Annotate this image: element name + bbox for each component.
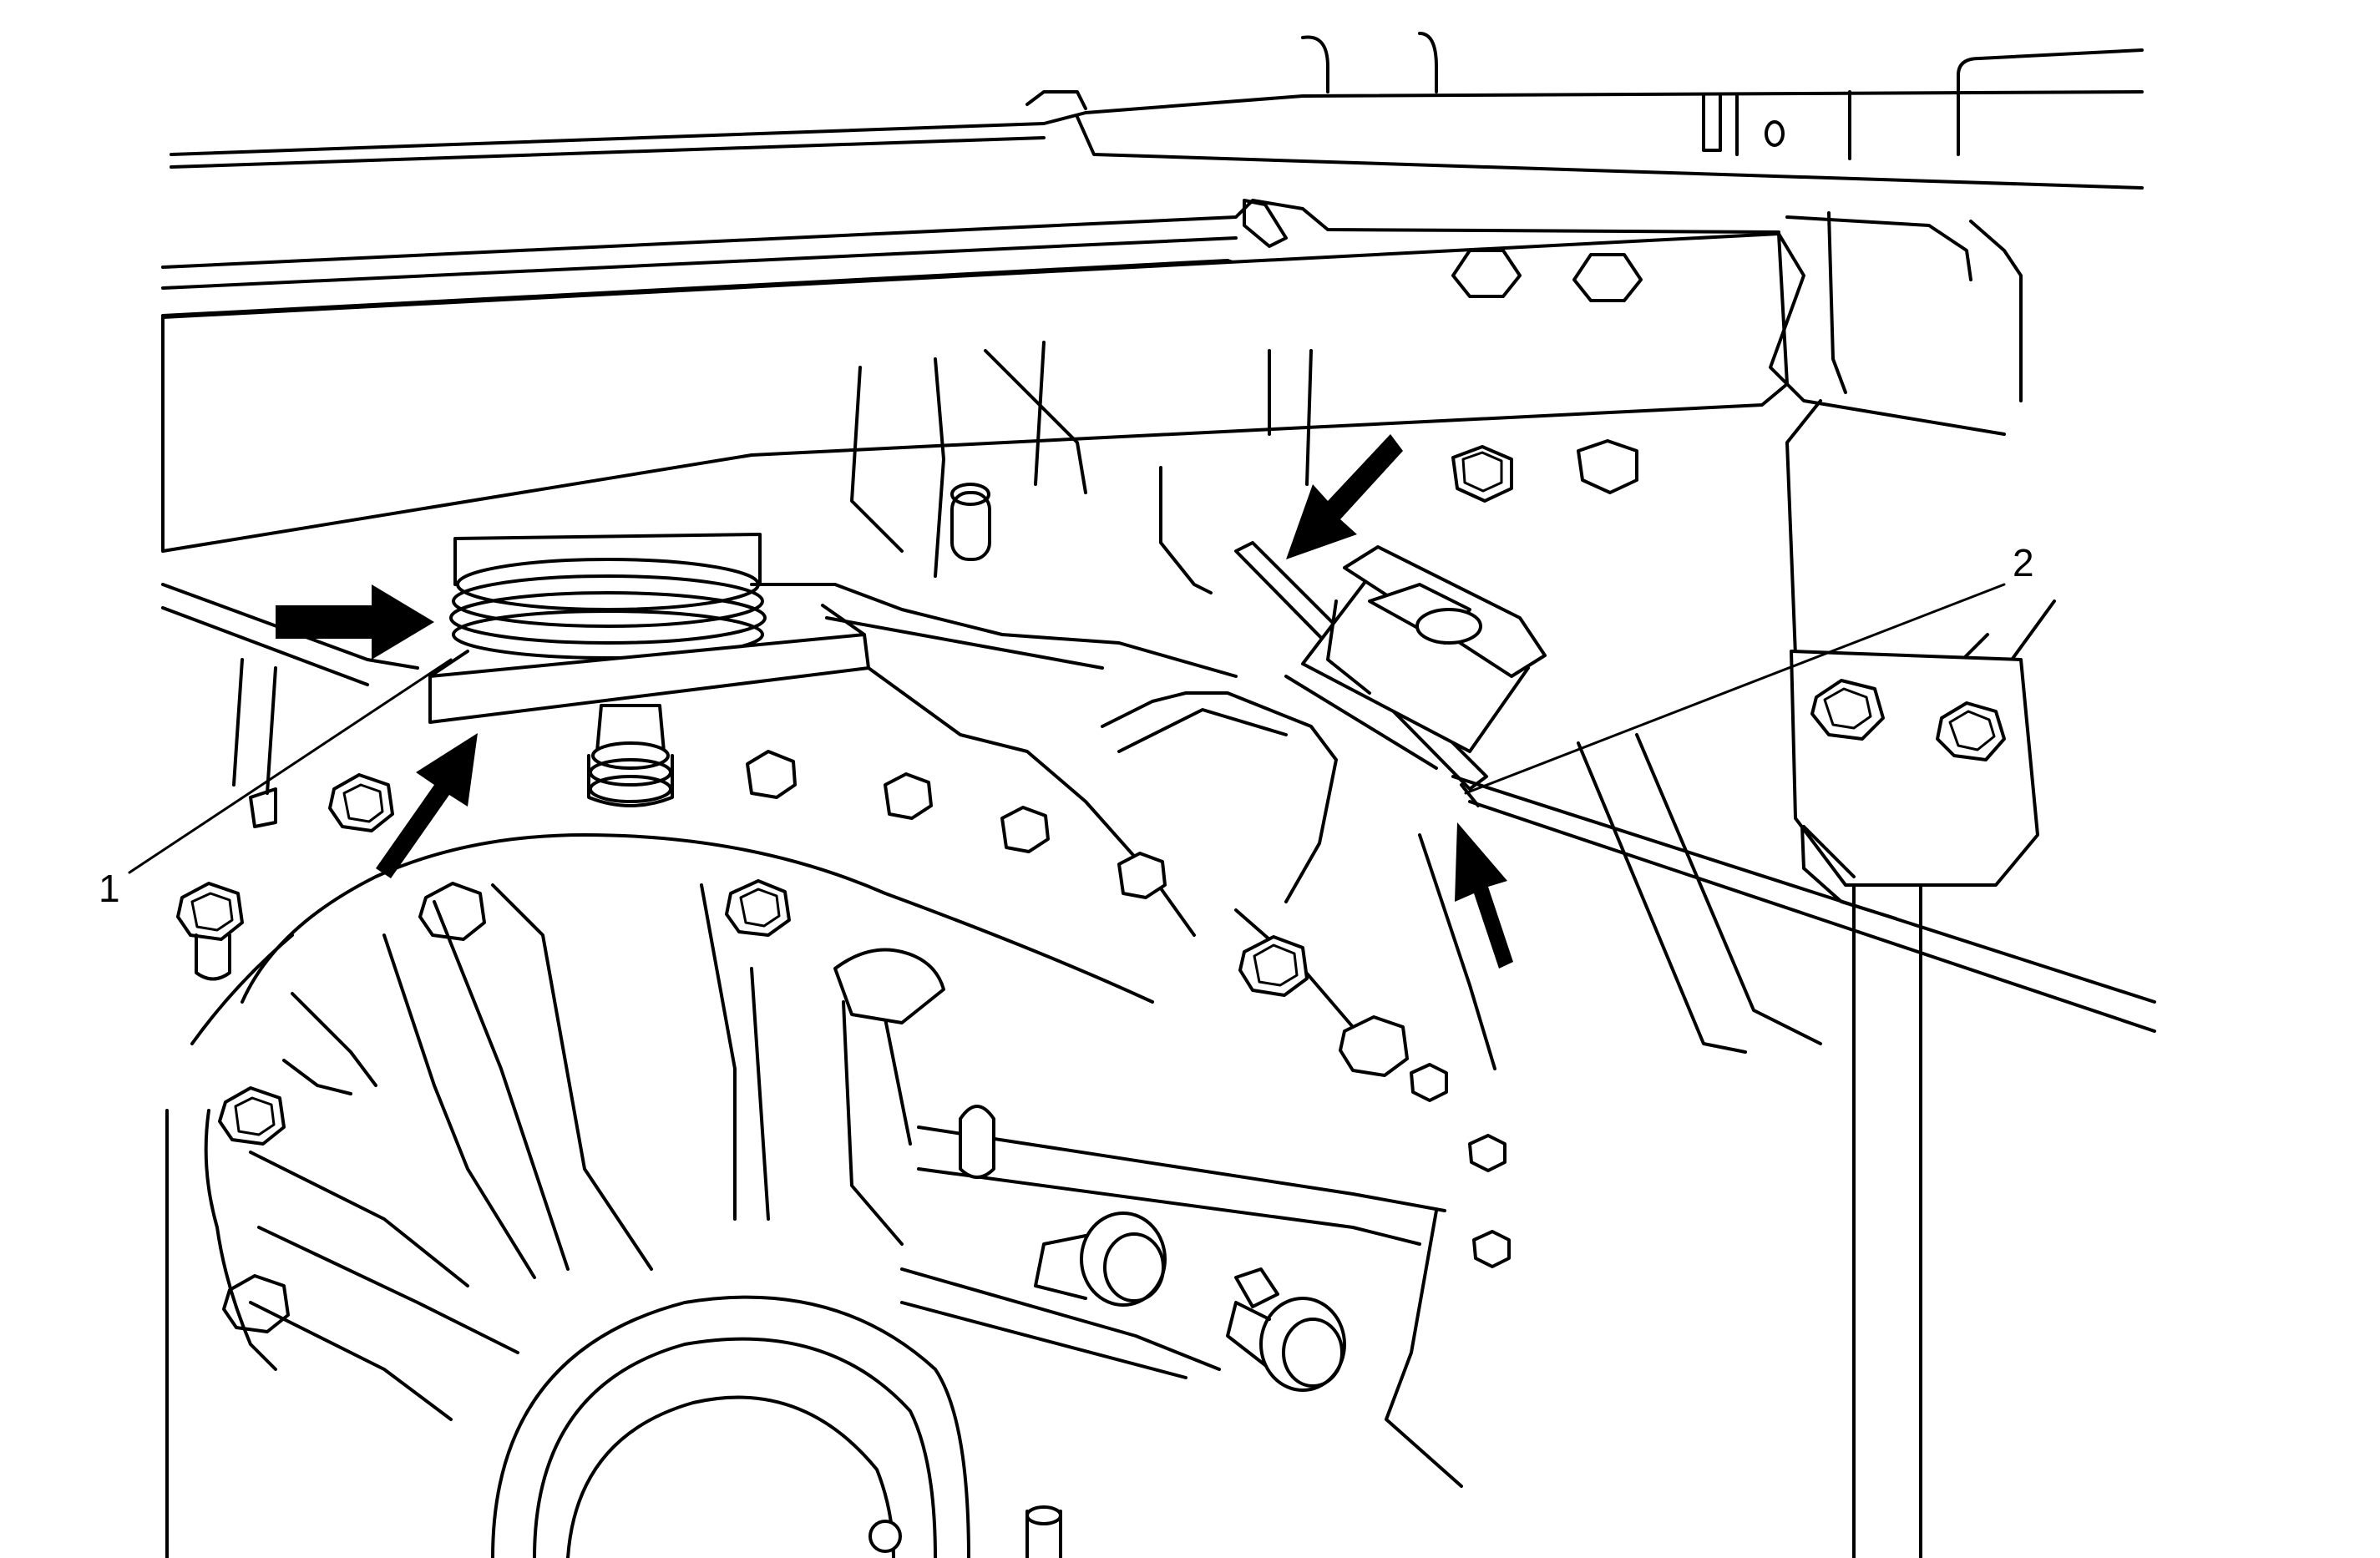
arrow-up-icon	[1455, 822, 1513, 969]
upper-frame-rail	[161, 32, 2144, 553]
bolt-icon	[1117, 852, 1167, 899]
callout-leaders	[128, 583, 2006, 874]
callout-label-2: 2	[2013, 541, 2034, 584]
support-rod	[1451, 775, 2156, 1033]
bell-housing	[165, 833, 1463, 1558]
left-engine-mount	[428, 533, 870, 807]
bolt-icon	[176, 882, 244, 941]
bolt-icon	[1410, 1063, 1448, 1102]
bolt-icon	[884, 772, 933, 820]
bolt-icon	[746, 750, 797, 799]
flange-bolts	[176, 249, 1643, 1333]
bolt-icon	[1339, 1015, 1409, 1077]
arrow-right-icon	[276, 584, 434, 660]
bolt-icon	[328, 773, 394, 832]
bolt-icon	[218, 1086, 286, 1146]
bolt-icon	[1936, 701, 2006, 761]
bolt-icon	[1238, 935, 1309, 997]
arrow-down-left-icon	[1286, 434, 1403, 559]
bolt-icon	[1810, 679, 1885, 741]
bolt-icon	[1577, 439, 1638, 494]
bolt-icon	[1000, 806, 1050, 853]
bolt-icon	[725, 879, 791, 937]
bracket-bolts	[1810, 679, 2006, 761]
right-frame-bracket	[1577, 211, 2056, 1558]
right-engine-mount	[1234, 541, 1547, 791]
bolt-icon	[418, 882, 486, 941]
bolt-icon	[1472, 1230, 1511, 1268]
pulley	[491, 1295, 1062, 1558]
bolt-icon	[1451, 445, 1513, 503]
callout-label-1: 1	[99, 867, 120, 910]
bosses	[959, 1105, 1346, 1392]
bolt-icon	[1572, 253, 1643, 302]
arrow-up-right-icon	[376, 733, 478, 878]
bolt-icon	[1468, 1134, 1506, 1172]
indicator-arrows	[276, 434, 1513, 969]
bolt-icon	[1451, 249, 1522, 298]
